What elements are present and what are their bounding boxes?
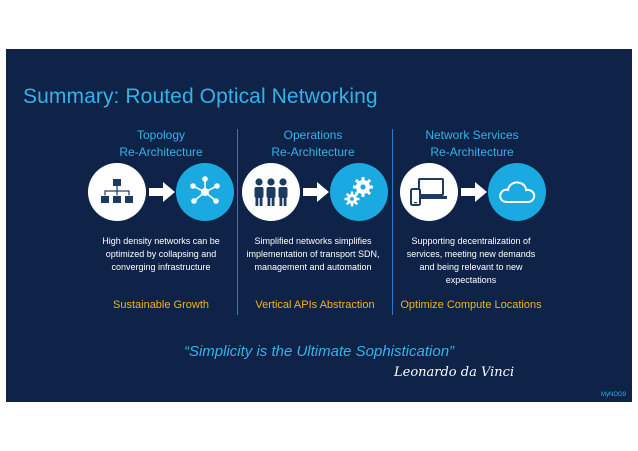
cloud-icon [488, 163, 546, 221]
column-heading: Operations Re-Architecture [271, 128, 355, 159]
slide: Summary: Routed Optical Networking Topol… [6, 49, 632, 402]
column-heading: Topology Re-Architecture [119, 128, 203, 159]
hierarchy-icon [88, 163, 146, 221]
column-description: High density networks can be optimized b… [102, 236, 220, 272]
column-divider [392, 129, 393, 315]
icon-pair-topology [88, 163, 248, 223]
arrow-right-icon [461, 182, 487, 202]
arrow-right-icon [149, 182, 175, 202]
signature: Leonardo da Vinci [394, 365, 515, 380]
quote: “Simplicity is the Ultimate Sophisticati… [183, 343, 455, 360]
column-description: Simplified networks simplifies implement… [246, 236, 380, 272]
column-network-services: Network Services Re-Architecture [397, 127, 547, 161]
devices-icon [400, 163, 458, 221]
network-nodes-icon [176, 163, 234, 221]
column-result: Sustainable Growth [113, 299, 209, 311]
arrow-right-icon [303, 182, 329, 202]
column-result: Optimize Compute Locations [400, 299, 542, 311]
column-operations: Operations Re-Architecture [238, 127, 388, 161]
slide-title: Summary: Routed Optical Networking [23, 85, 378, 108]
column-divider [237, 129, 238, 315]
people-icon [242, 163, 300, 221]
column-result: Vertical APIs Abstraction [255, 299, 375, 311]
icon-pair-network-services [400, 163, 560, 223]
column-heading: Network Services Re-Architecture [425, 128, 519, 159]
footer-label: MyNOG9 [600, 392, 626, 398]
column-description: Supporting decentralization of services,… [406, 236, 536, 285]
gears-icon [330, 163, 388, 221]
column-topology: Topology Re-Architecture [86, 127, 236, 161]
icon-pair-operations [242, 163, 402, 223]
